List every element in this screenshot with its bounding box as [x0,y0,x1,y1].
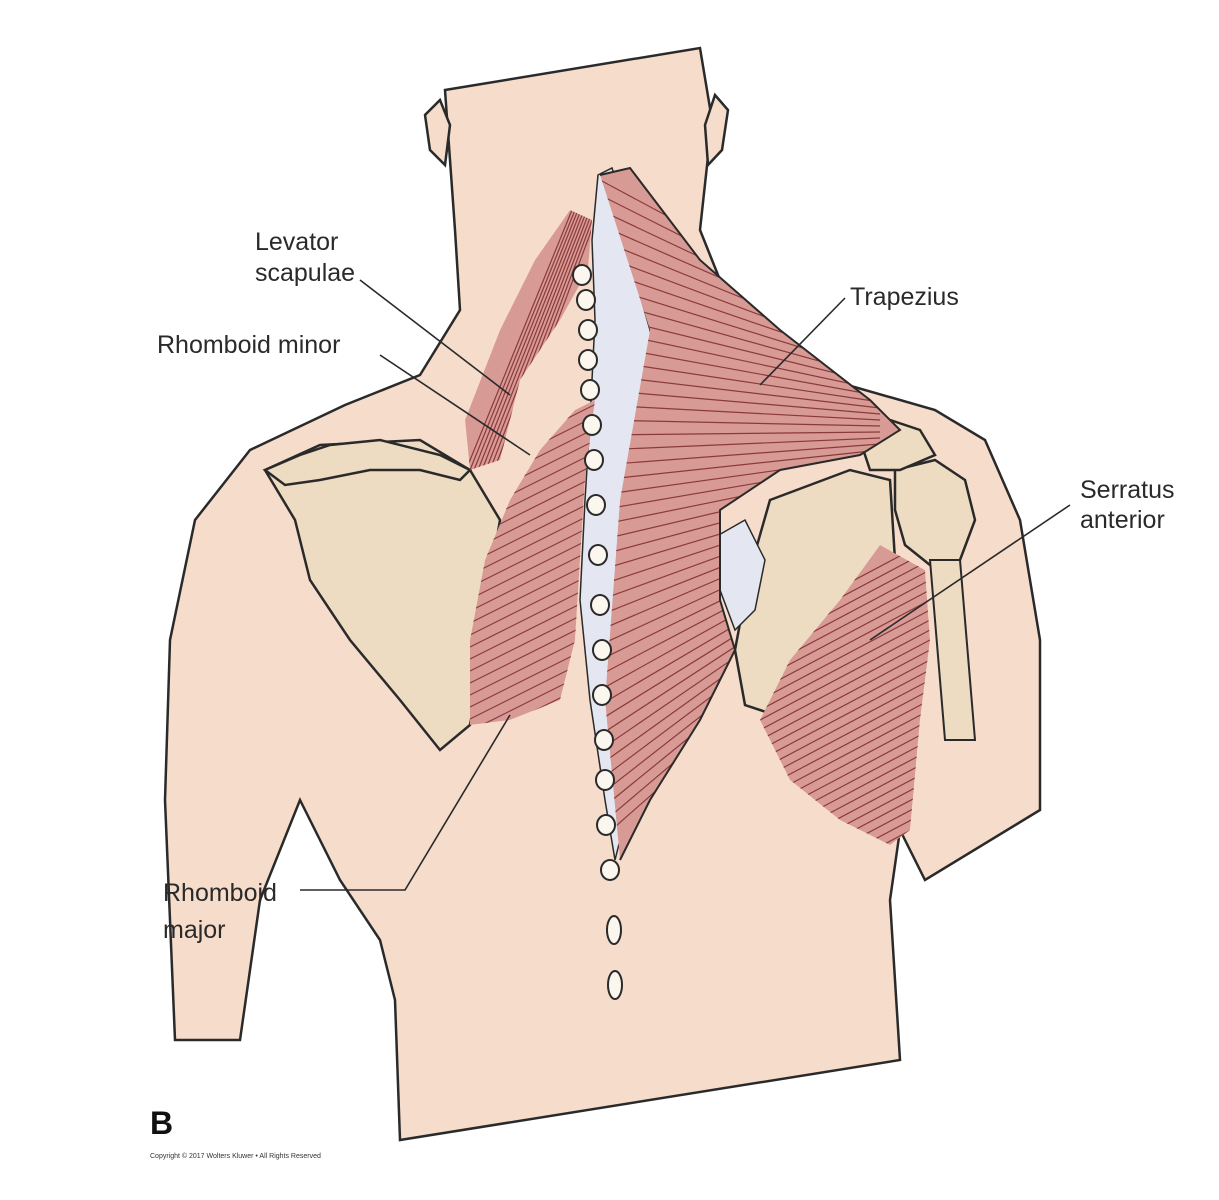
levator-fiber [481,210,585,470]
label-rhomboid-minor: Rhomboid minor [157,331,341,359]
trapezius-fiber [600,374,881,409]
levator-fiber [485,210,588,470]
vertebrae [572,264,623,1000]
rhomboid-fiber [470,569,595,641]
serratus-fiber [760,609,930,701]
vertebra [584,449,604,471]
trapezius-fiber [600,437,881,451]
humerus-shaft [928,559,977,741]
serratus-fiber [760,669,930,761]
serratus-fiber [760,699,930,791]
leader-rhomboid-minor [379,354,531,456]
vertebra [607,970,623,1000]
rhomboid-fiber [470,545,595,617]
vertebra [578,319,598,341]
label-rhomboid-major-line1: Rhomboid [163,879,277,907]
trapezius-fiber [600,404,881,421]
serratus-fiber [760,679,930,771]
serratus-fiber [760,649,930,741]
vertebra [578,349,598,371]
label-serratus-anterior-line1: Serratus [1080,476,1175,504]
panel-letter: B [150,1105,174,1141]
copyright-text: Copyright © 2017 Wolters Kluwer • All Ri… [150,1153,321,1160]
rhomboid-fiber [470,533,595,605]
left-ear [423,97,452,168]
serratus-fiber [760,809,930,845]
serratus-fiber [760,599,930,691]
rhomboid-fiber [470,581,595,653]
serratus-fiber [760,619,930,711]
vertebra [580,379,600,401]
trapezius-outline [599,166,902,861]
rhomboid-fiber [470,593,595,665]
serratus-fiber [760,799,930,845]
leader-levator [359,279,511,396]
vertebra [586,494,606,516]
levator-fiber [489,210,591,470]
label-rhomboid-major-line2: major [163,916,226,944]
leader-trapezius [759,297,846,386]
levator-fiber [473,210,579,470]
vertebra [600,859,620,881]
label-levator-scapulae-line1: Levator [255,228,339,256]
leader-lines [300,279,1071,891]
vertebra [592,639,612,661]
vertebra [595,769,615,791]
rhomboid-fiber [470,557,595,629]
rhomboid-fiber [470,521,595,593]
label-trapezius: Trapezius [850,283,959,311]
serratus-fiber [760,689,930,781]
label-levator-scapulae-line2: scapulae [255,259,356,287]
right-ear [703,92,730,168]
vertebra [588,544,608,566]
vertebra [594,729,614,751]
levator-fiber [477,210,582,470]
serratus-fiber [760,589,930,681]
trapezius-fiber [600,431,881,436]
leader-serratus [869,504,1071,641]
trapezius-fiber [600,389,881,415]
trapezius-fiber [600,449,881,481]
vertebra [572,264,592,286]
serratus-fiber [760,769,930,845]
serratus-fiber [760,659,930,751]
vertebra [596,814,616,836]
serratus-fiber [760,629,930,721]
vertebra [576,289,596,311]
trapezius-fiber [600,344,881,397]
levator-fiber [465,210,573,470]
vertebra [582,414,602,436]
trapezius-fiber [600,419,881,427]
vertebra [592,684,612,706]
serratus-anterior-muscle [760,545,930,845]
left-acromion [262,438,473,487]
serratus-fiber [760,819,930,845]
leader-rhomboid-major [300,714,511,891]
vertebra [606,915,622,945]
vertebra [590,594,610,616]
trapezius-fiber [600,359,881,403]
label-serratus-anterior-line2: anterior [1080,506,1165,534]
trapezius-fiber [600,443,881,466]
serratus-fiber [760,639,930,731]
